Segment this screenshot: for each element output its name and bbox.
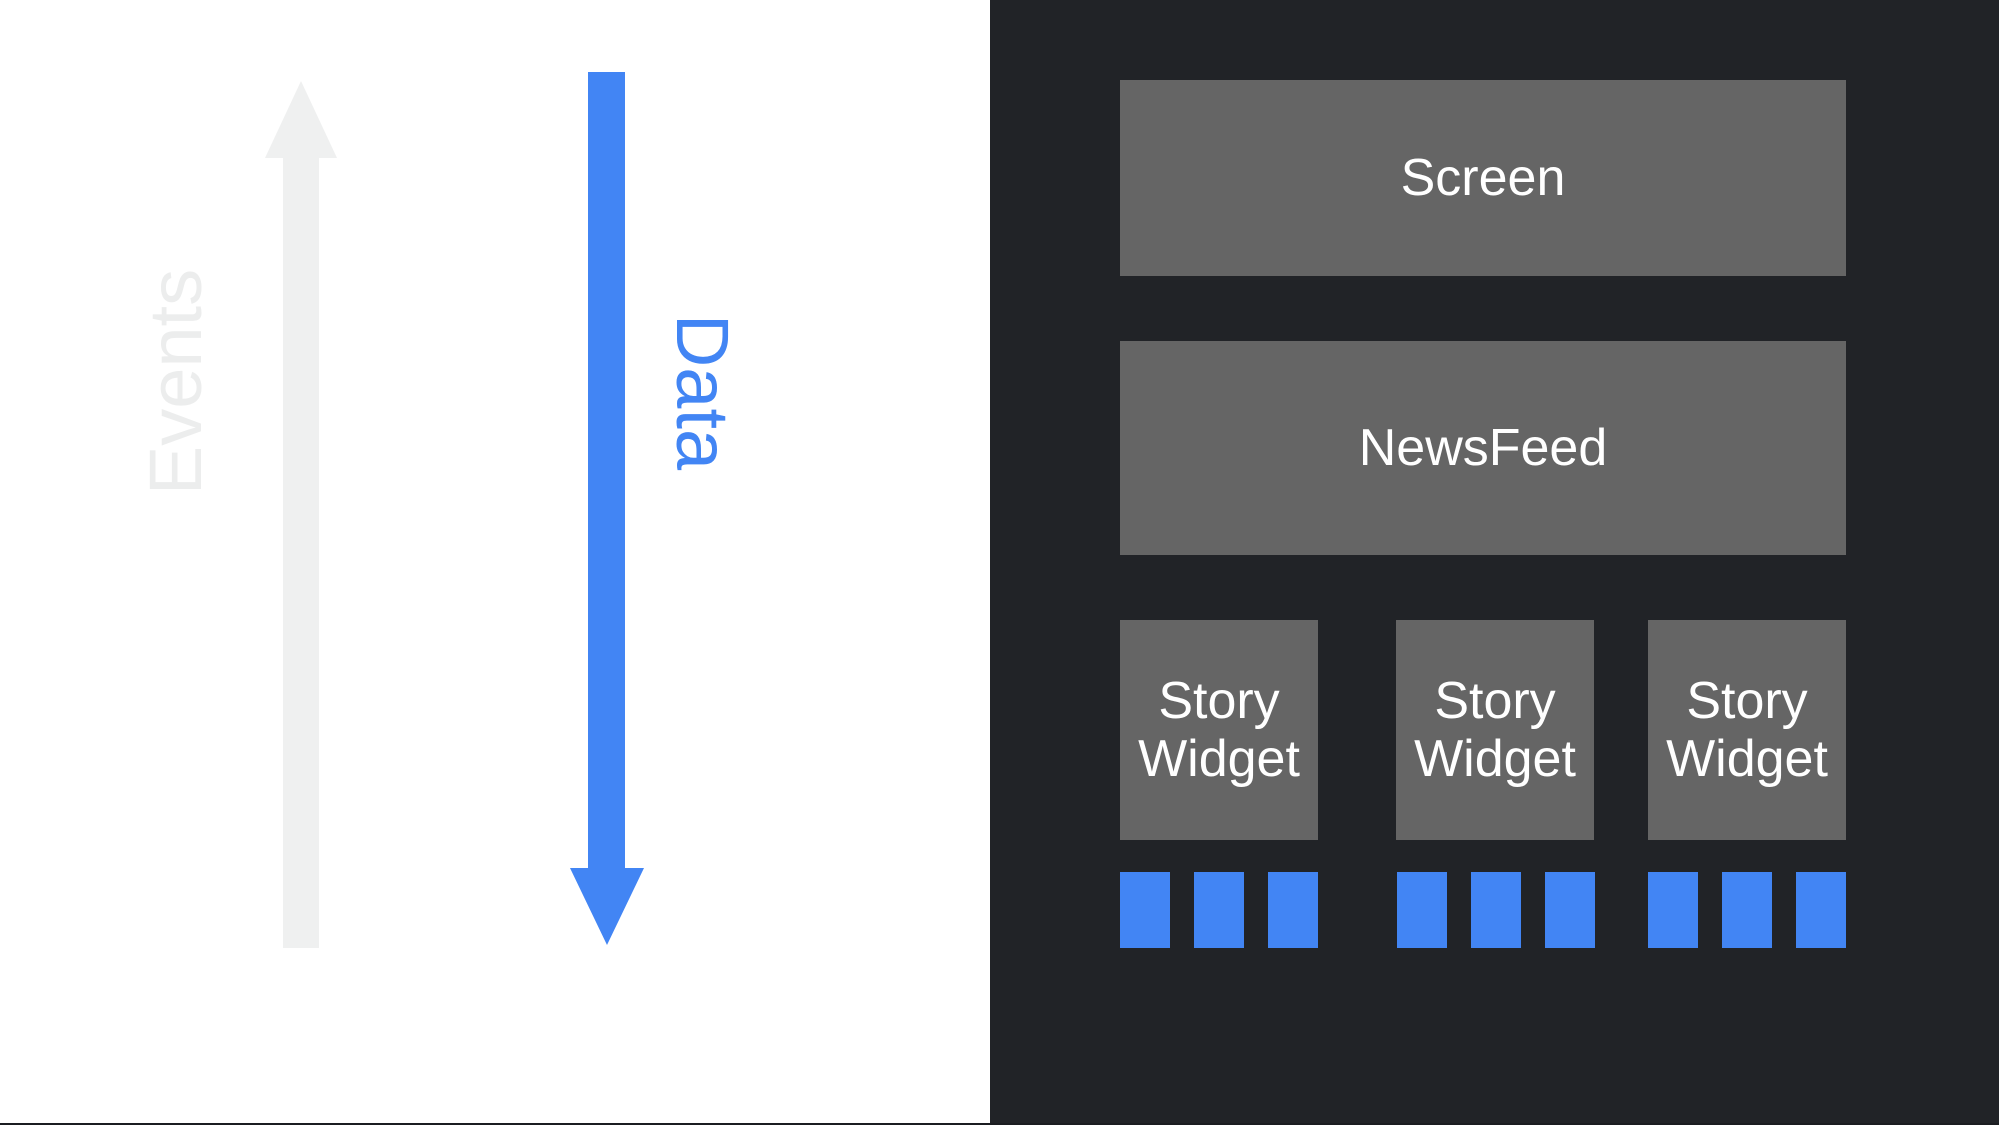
data-arrow-down-icon [570, 72, 644, 945]
story-tick-2-0 [1648, 872, 1698, 948]
story-widget-node-2-label: Story Widget [1666, 672, 1828, 788]
story-tick-1-2 [1545, 872, 1595, 948]
story-tick-2-1 [1722, 872, 1772, 948]
story-widget-node-2-line1: Story [1686, 671, 1808, 730]
flow-axes-pane: Events Data [0, 0, 990, 1123]
story-widget-node-1-label: Story Widget [1414, 672, 1576, 788]
story-widget-node-1[interactable]: Story Widget [1396, 620, 1594, 840]
story-tick-1-0 [1397, 872, 1447, 948]
story-widget-node-2[interactable]: Story Widget [1648, 620, 1846, 840]
events-arrow-up-icon [265, 81, 337, 948]
story-tick-0-2 [1268, 872, 1318, 948]
component-tree-pane: Screen NewsFeed Story Widget Story Widge… [990, 0, 1999, 1123]
story-tick-1-1 [1471, 872, 1521, 948]
story-widget-node-1-line2: Widget [1414, 730, 1576, 788]
newsfeed-node-label: NewsFeed [1358, 418, 1608, 477]
story-widget-node-0-line1: Story [1158, 671, 1280, 730]
events-axis-label: Events [134, 268, 217, 496]
screen-node-label: Screen [1400, 148, 1566, 207]
data-axis-label: Data [661, 313, 744, 471]
newsfeed-node[interactable]: NewsFeed [1120, 341, 1846, 555]
story-tick-0-1 [1194, 872, 1244, 948]
story-tick-2-2 [1796, 872, 1846, 948]
story-widget-node-0[interactable]: Story Widget [1120, 620, 1318, 840]
story-tick-0-0 [1120, 872, 1170, 948]
story-widget-node-1-line1: Story [1434, 671, 1556, 730]
story-tick-group-2 [1648, 872, 1846, 948]
screen-node[interactable]: Screen [1120, 80, 1846, 276]
story-tick-group-1 [1397, 872, 1595, 948]
story-widget-node-0-label: Story Widget [1138, 672, 1300, 788]
story-widget-node-0-line2: Widget [1138, 730, 1300, 788]
story-tick-group-0 [1120, 872, 1319, 948]
story-widget-node-2-line2: Widget [1666, 730, 1828, 788]
